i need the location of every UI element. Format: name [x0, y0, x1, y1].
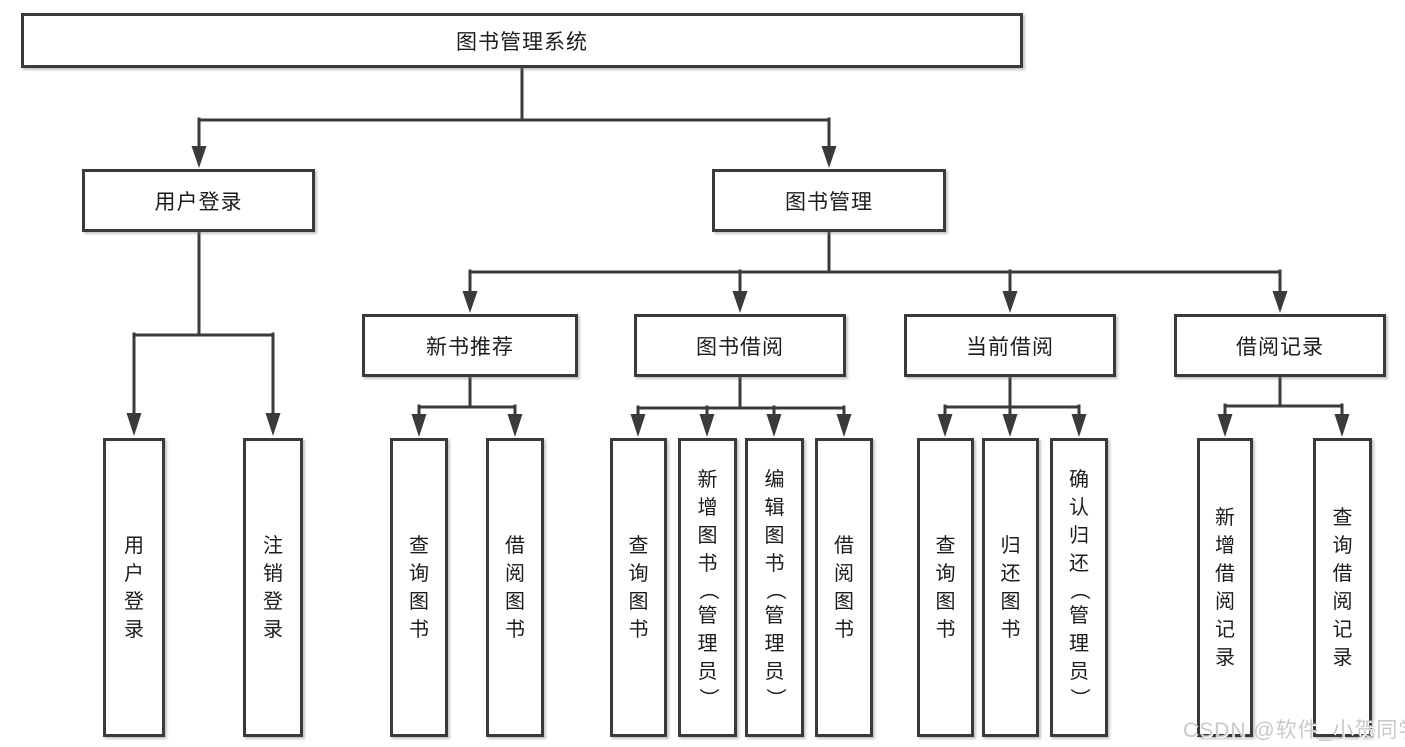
vertical-label-char: 登: [263, 590, 283, 613]
connector-borrowrecords-to-children: [1217, 375, 1350, 437]
vertical-label-char: 销: [263, 562, 283, 585]
vertical-label-char: 图: [505, 590, 525, 613]
vertical-label-char: 新: [697, 468, 718, 491]
vertical-label-char: 阅: [834, 562, 854, 585]
connector-currentborrow-to-children: [937, 375, 1087, 437]
vertical-label-char: 书: [764, 552, 785, 575]
vertical-label-char: 查: [935, 534, 956, 557]
vertical-label-char: 书: [628, 618, 649, 641]
node-borrowing-records: 借阅记录: [1174, 314, 1386, 377]
node-current-borrowing: 当前借阅: [904, 314, 1116, 377]
vertical-label-char: 查: [628, 534, 649, 557]
vertical-label-char: 阅: [1215, 590, 1235, 613]
vertical-label-char: 还: [1000, 562, 1021, 585]
vertical-label-char: 图: [1000, 590, 1021, 613]
vertical-label-char: ）: [1068, 687, 1090, 708]
vertical-label-char: 员: [764, 660, 785, 683]
vertical-label-char: 图: [935, 590, 956, 613]
vertical-label-char: 还: [1069, 552, 1089, 575]
connector-bookborrow-to-children: [630, 375, 852, 437]
node-borrowing-add-books-admin: 新增图书 （ 管理员 ）: [678, 438, 737, 737]
vertical-label-char: （: [763, 579, 786, 600]
vertical-label-char: 户: [124, 562, 144, 585]
vertical-label-char: 阅: [505, 562, 525, 585]
vertical-label-char: 询: [409, 562, 429, 585]
vertical-label-char: 借: [505, 534, 525, 557]
node-records-add-record: 新增借阅记录: [1197, 438, 1253, 737]
vertical-label-char: 图: [628, 590, 649, 613]
vertical-label-char: 阅: [1332, 590, 1353, 613]
node-recommend-query-books: 查询图书: [390, 438, 448, 737]
vertical-label-char: 录: [1215, 646, 1235, 669]
node-current-query-books: 查询图书: [917, 438, 974, 737]
vertical-label-char: 查: [1332, 506, 1353, 529]
node-current-confirm-return-admin: 确认归还 （ 管理员 ）: [1050, 438, 1108, 737]
node-user-login: 用户登录: [82, 169, 315, 232]
vertical-label-char: 认: [1069, 496, 1089, 519]
vertical-label-char: 确: [1069, 468, 1089, 491]
node-records-query-record: 查询借阅记录: [1313, 438, 1372, 737]
vertical-label-char: 归: [1069, 524, 1089, 547]
connector-bookmgmt-to-level3: [462, 230, 1288, 313]
node-user-login-action: 用户登录: [103, 438, 165, 737]
vertical-label-char: （: [1068, 579, 1090, 600]
vertical-label-char: 注: [263, 534, 283, 557]
vertical-label-char: 询: [628, 562, 649, 585]
vertical-label-char: 书: [1000, 618, 1021, 641]
node-book-management: 图书管理: [712, 169, 946, 232]
vertical-label-char: 书: [409, 618, 429, 641]
node-recommend-borrow-books: 借阅图书: [486, 438, 544, 737]
vertical-label-char: 借: [1215, 562, 1235, 585]
vertical-label-char: 理: [764, 632, 785, 655]
vertical-label-char: 管: [697, 604, 718, 627]
vertical-label-char: 记: [1215, 618, 1235, 641]
vertical-label-char: 询: [1332, 534, 1353, 557]
vertical-label-char: 图: [834, 590, 854, 613]
vertical-label-char: 图: [764, 524, 785, 547]
vertical-label-char: 录: [124, 618, 144, 641]
vertical-label-char: ）: [696, 687, 719, 708]
node-logout-action: 注销登录: [243, 438, 303, 737]
vertical-label-char: 用: [124, 534, 144, 557]
vertical-label-char: 录: [263, 618, 283, 641]
vertical-label-char: 书: [935, 618, 956, 641]
vertical-label-char: （: [696, 579, 719, 600]
vertical-label-char: 图: [697, 524, 718, 547]
vertical-label-char: 管: [764, 604, 785, 627]
vertical-label-char: 书: [697, 552, 718, 575]
node-borrowing-query-books: 查询图书: [610, 438, 667, 737]
vertical-label-char: 理: [697, 632, 718, 655]
node-borrowing-borrow-books: 借阅图书: [815, 438, 873, 737]
connector-root-to-level2: [191, 66, 837, 168]
node-new-book-recommend: 新书推荐: [362, 314, 578, 377]
vertical-label-char: 增: [1215, 534, 1235, 557]
vertical-label-char: 理: [1069, 632, 1089, 655]
vertical-label-char: 增: [697, 496, 718, 519]
vertical-label-char: 询: [935, 562, 956, 585]
vertical-label-char: 归: [1000, 534, 1021, 557]
vertical-label-char: 辑: [764, 496, 785, 519]
vertical-label-char: 录: [1332, 646, 1353, 669]
vertical-label-char: 编: [764, 468, 785, 491]
vertical-label-char: 管: [1069, 604, 1089, 627]
node-root-system: 图书管理系统: [21, 13, 1023, 68]
vertical-label-char: 书: [834, 618, 854, 641]
vertical-label-char: 借: [1332, 562, 1353, 585]
vertical-label-char: ）: [763, 687, 786, 708]
vertical-label-char: 新: [1215, 506, 1235, 529]
node-borrowing-edit-books-admin: 编辑图书 （ 管理员 ）: [745, 438, 804, 737]
vertical-label-char: 记: [1332, 618, 1353, 641]
vertical-label-char: 查: [409, 534, 429, 557]
vertical-label-char: 图: [409, 590, 429, 613]
vertical-label-char: 员: [1069, 660, 1089, 683]
vertical-label-char: 登: [124, 590, 144, 613]
vertical-label-char: 书: [505, 618, 525, 641]
vertical-label-char: 员: [697, 660, 718, 683]
node-current-return-books: 归还图书: [982, 438, 1039, 737]
csdn-watermark: CSDN @软件_小贺同学: [1183, 719, 1405, 742]
node-book-borrowing: 图书借阅: [634, 314, 846, 377]
connector-userlogin-to-children: [126, 230, 281, 436]
vertical-label-char: 借: [834, 534, 854, 557]
connector-newbookrec-to-children: [411, 375, 523, 437]
